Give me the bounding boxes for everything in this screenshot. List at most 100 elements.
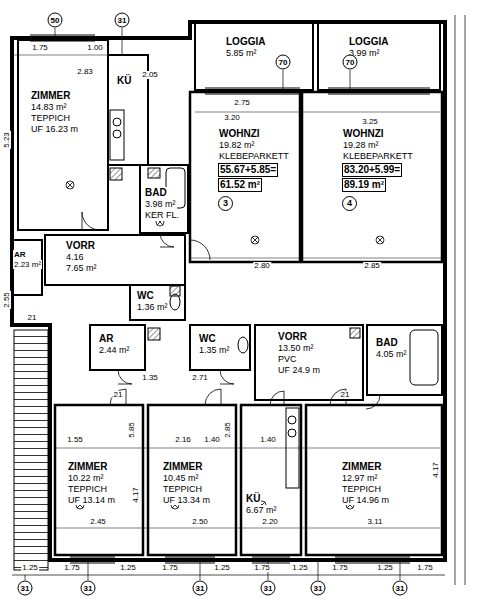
dimension-label: 1.40	[259, 436, 277, 444]
room-detail: 2.23 m²	[13, 260, 42, 270]
outlet-symbols	[66, 181, 384, 509]
dimension-label: 1.25	[213, 564, 231, 572]
room-name: LOGGIA	[348, 36, 389, 48]
room-detail: UF 13.34 m	[162, 495, 211, 506]
dimension-label: 21	[340, 391, 351, 399]
fixtures	[110, 110, 438, 488]
dimension-label: 1.25	[291, 564, 309, 572]
room-detail: UF 16.23 m	[30, 124, 79, 135]
dimension-label: 2.16	[174, 436, 192, 444]
dimension-label: 1.25	[376, 564, 394, 572]
room: AR2.44 m²	[90, 325, 145, 370]
dimension-label: 3.25	[361, 118, 379, 126]
dimension-label: 2.20	[261, 518, 279, 526]
room-detail: 55.67+5.85=	[218, 163, 278, 177]
room-detail: KLEBEPARKETT	[218, 151, 290, 162]
dimension-label: 2.80	[253, 262, 271, 270]
dimension-label: 1.35	[141, 374, 159, 382]
room-detail: 19.28 m²	[342, 140, 380, 151]
room-detail: 4.05 m²	[375, 349, 408, 360]
dimension-label: 4.17	[432, 461, 440, 479]
dimension-label: 1.75	[416, 564, 434, 572]
dimension-label: 2.75	[233, 99, 251, 107]
room-detail: 4	[342, 196, 357, 211]
dimension-label: 5.85	[128, 421, 136, 439]
dimension-label: 1.75	[161, 564, 179, 572]
dimension-label: 1.75	[331, 564, 349, 572]
room-text: WOHNZI19.28 m²KLEBEPARKETT83.20+5.99=89.…	[342, 128, 414, 211]
room-name: WOHNZI	[342, 128, 385, 140]
room: VORR4.167.65 m²	[45, 235, 185, 285]
room-text: BAD3.98 m²KER FL.	[144, 187, 180, 221]
room: ZIMMER14.83 m²TEPPICHUF 16.23 m	[18, 40, 108, 230]
room-name: ZIMMER	[67, 461, 108, 473]
room: KÜ6.67 m²	[241, 405, 301, 555]
room: WC1.36 m²	[130, 285, 185, 320]
room-detail: TEPPICH	[162, 484, 203, 495]
room-detail: 12.97 m²	[341, 473, 379, 484]
room-detail: UF 14.96 m	[341, 495, 390, 506]
walls	[12, 22, 445, 570]
grid-marker: 31	[81, 581, 96, 596]
dimension-label: 1.55	[66, 436, 84, 444]
room: VORR13.50 m²PVCUF 24.9 m	[255, 325, 363, 400]
room-text: ZIMMER10.45 m²TEPPICHUF 13.34 m	[162, 461, 211, 505]
room-detail: 89.19 m²	[342, 178, 386, 192]
room-text: AR2.44 m²	[98, 333, 131, 356]
dimension-label: 2.85	[363, 262, 381, 270]
grid-marker: 31	[393, 581, 408, 596]
room-text: WC1.36 m²	[136, 290, 169, 313]
dimension-label: 2.45	[89, 518, 107, 526]
room-detail: UF 24.9 m	[277, 365, 321, 376]
dimension-label: 1.75	[31, 44, 49, 52]
room: WC1.35 m²	[190, 325, 250, 370]
doors	[82, 212, 380, 409]
grid-marker: 70	[276, 55, 291, 70]
room-detail: 10.22 m²	[67, 473, 105, 484]
room-name: AR	[13, 250, 27, 260]
dimension-label: 2.71	[191, 374, 209, 382]
room-name: ZIMMER	[162, 461, 203, 473]
room-name: WC	[136, 290, 155, 302]
dimension-label: 2.85	[224, 421, 232, 439]
grid-marker: 31	[311, 581, 326, 596]
grid-marker: 50	[48, 13, 63, 28]
room: BAD3.98 m²KER FL.	[140, 165, 188, 233]
dimension-label: 5.23	[3, 131, 11, 149]
room-detail: 83.20+5.99=	[342, 163, 402, 177]
room-name: ZIMMER	[341, 461, 382, 473]
room-name: BAD	[375, 337, 399, 349]
dimension-label: 2.05	[141, 71, 159, 79]
room-detail: UF 13.14 m	[67, 495, 116, 506]
room-detail: 19.82 m²	[218, 140, 256, 151]
room-text: KÜ	[116, 75, 132, 87]
room: BAD4.05 m²	[367, 325, 442, 395]
room-detail: 5.85 m²	[225, 48, 258, 59]
room-text: ZIMMER14.83 m²TEPPICHUF 16.23 m	[30, 90, 79, 134]
room-name: LOGGIA	[225, 36, 266, 48]
room-name: ZIMMER	[30, 90, 71, 102]
room-detail: 10.45 m²	[162, 473, 200, 484]
room-detail: TEPPICH	[67, 484, 108, 495]
room-name: VORR	[277, 331, 308, 343]
room: WOHNZI19.82 m²KLEBEPARKETT55.67+5.85=61.…	[190, 92, 300, 262]
room-text: LOGGIA5.85 m²	[225, 36, 266, 59]
room-text: VORR4.167.65 m²	[65, 240, 98, 274]
dimension-label: 2.55	[3, 291, 11, 309]
room-name: KÜ	[245, 493, 261, 505]
room-detail: 1.36 m²	[136, 302, 169, 313]
room-text: ZIMMER12.97 m²TEPPICHUF 14.96 m	[341, 461, 390, 505]
room-detail: 6.67 m²	[245, 505, 278, 516]
dimension-label: 2.83	[76, 68, 94, 76]
room-name: WOHNZI	[218, 128, 261, 140]
dimension-label: 21	[27, 314, 38, 322]
room-name: KÜ	[116, 75, 132, 87]
dimension-label: 3.20	[223, 114, 241, 122]
room-detail: KLEBEPARKETT	[342, 151, 414, 162]
room-detail: 3	[218, 196, 233, 211]
room-name: VORR	[65, 240, 96, 252]
room-text: WOHNZI19.82 m²KLEBEPARKETT55.67+5.85=61.…	[218, 128, 290, 211]
room-detail: 4.16	[65, 252, 85, 263]
grid-marker: 31	[193, 581, 208, 596]
